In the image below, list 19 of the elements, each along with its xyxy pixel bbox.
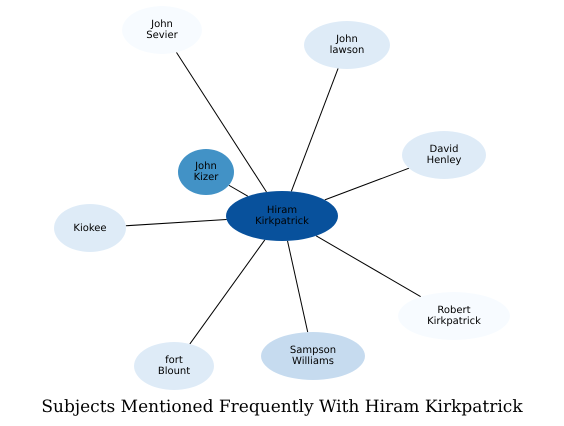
connector-line: [189, 239, 266, 344]
node-label: John Kizer: [194, 161, 218, 183]
connector-line: [324, 168, 410, 200]
connector-line: [125, 218, 228, 226]
node-label: fort Blount: [158, 355, 190, 377]
node-label: John lawson: [330, 34, 364, 56]
connector-line: [290, 68, 339, 192]
node-label: David Henley: [426, 144, 462, 166]
node-label: John Sevier: [146, 19, 178, 41]
connector-line: [287, 240, 308, 333]
connector-line: [228, 184, 248, 197]
connector-line: [176, 52, 267, 192]
ellipse-node: [178, 149, 234, 195]
node-label: Hiram Kirkpatrick: [255, 205, 309, 227]
node-label: Sampson Williams: [290, 345, 336, 367]
connector-line: [316, 235, 422, 298]
node-label: Robert Kirkpatrick: [427, 305, 481, 327]
node-label: Kiokee: [73, 222, 107, 234]
diagram-title: Subjects Mentioned Frequently With Hiram Kirkpatrick: [40, 396, 524, 419]
